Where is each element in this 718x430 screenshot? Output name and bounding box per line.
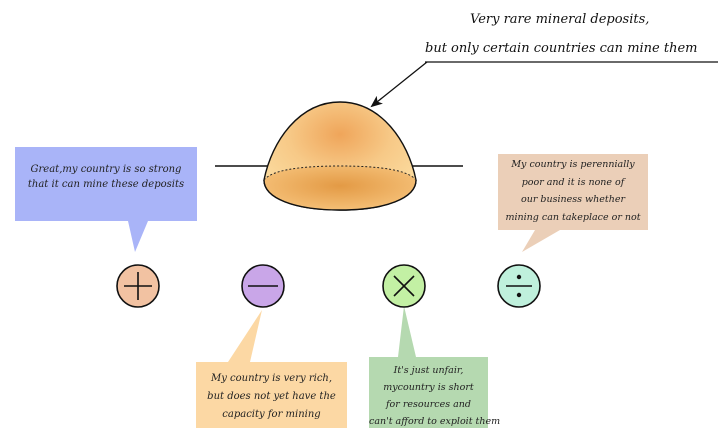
plus-icon [116, 264, 160, 308]
speech-bubble-plus [15, 147, 197, 252]
bubble-divide-text: My country is perennially poor and it is… [498, 156, 648, 226]
speech-bubble-divide [498, 154, 648, 252]
bubble-minus-line: capacity for mining [222, 409, 321, 420]
speech-bubble-minus [196, 310, 347, 428]
bubble-plus-line: Great,my country is so strong [30, 164, 182, 175]
bubble-minus-line: My country is very rich, [210, 373, 333, 384]
bubble-minus-line: but does not yet have the [207, 391, 336, 402]
bubble-minus-shape [196, 310, 347, 428]
bubble-divide-shape [498, 154, 648, 252]
pointer-arrow [370, 61, 428, 108]
bubble-times-shape [369, 306, 488, 428]
bubble-divide-line: our business whether [521, 194, 625, 205]
bubble-minus-text: My country is very rich, but does not ye… [196, 370, 347, 424]
minus-icon [241, 264, 285, 308]
bubble-plus-text: Great,my country is so strong that it ca… [15, 162, 197, 192]
header-line-1: Very rare mineral deposits, [470, 12, 650, 27]
bubble-times-line: can't afford to exploit them [369, 416, 501, 427]
mound-base [264, 166, 416, 210]
bubble-times-line: for resources and [386, 399, 471, 410]
bubble-divide-line: poor and it is none of [521, 176, 625, 188]
bubble-times-line: mycountry is short [383, 382, 474, 393]
bubble-divide-line: mining can takeplace or not [505, 211, 641, 223]
bubble-divide-line: My country is perennially [511, 159, 635, 170]
mound-base-front-edge [263, 179, 417, 211]
mineral-deposit-mound [263, 101, 417, 211]
bubble-times-text: It's just unfair, mycountry is short for… [369, 362, 501, 430]
divide-icon [497, 264, 541, 308]
times-icon [382, 264, 426, 308]
header-line-2: but only certain countries can mine them [425, 41, 698, 56]
bubble-plus-line: that it can mine these deposits [27, 179, 185, 190]
bubble-times-line: It's just unfair, [393, 365, 464, 376]
bubble-plus-shape [15, 147, 197, 252]
speech-bubble-times [369, 306, 488, 428]
